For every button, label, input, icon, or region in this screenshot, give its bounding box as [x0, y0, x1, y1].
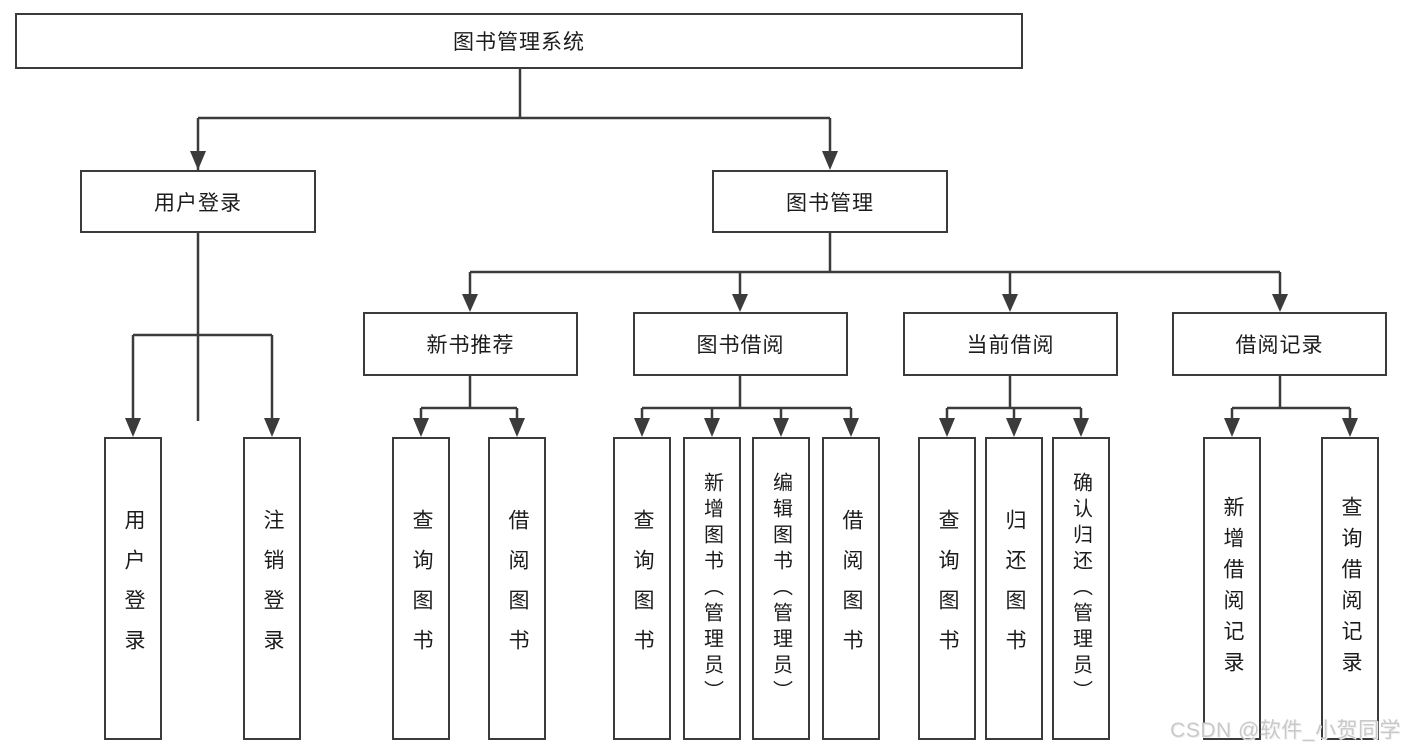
leaf-borrow-edit-book-admin: 编辑图书（管理员）: [752, 437, 810, 740]
leaf-borrow-borrow-book-label: 借阅图书: [840, 508, 863, 669]
connector-book-borrow-children: [640, 376, 853, 420]
node-new-book-recommend-label: 新书推荐: [426, 334, 515, 357]
connector-new-rec-children: [419, 376, 519, 420]
node-book-management-label: 图书管理: [786, 191, 874, 215]
connector-cur-borrow-children: [945, 376, 1083, 420]
arrowheads-user-login-children: [125, 418, 280, 437]
node-current-borrow-label: 当前借阅: [966, 334, 1055, 357]
leaf-logout-login: 注销登录: [243, 437, 301, 740]
node-current-borrow: 当前借阅: [903, 312, 1118, 376]
node-borrow-records-label: 借阅记录: [1235, 334, 1324, 357]
leaf-current-return-book: 归还图书: [985, 437, 1043, 740]
leaf-borrow-query-book: 查询图书: [613, 437, 671, 740]
leaf-records-query-record-label: 查询借阅记录: [1339, 495, 1362, 682]
leaf-recommend-query-book-label: 查询图书: [410, 508, 433, 669]
leaf-recommend-borrow-book-label: 借阅图书: [506, 508, 529, 669]
leaf-user-login-label: 用户登录: [122, 508, 145, 669]
arrowheads-cur-borrow-children: [939, 418, 1089, 437]
leaf-current-query-book: 查询图书: [918, 437, 976, 740]
node-book-borrow: 图书借阅: [633, 312, 848, 376]
node-root-system: 图书管理系统: [15, 13, 1023, 69]
leaf-user-login: 用户登录: [104, 437, 162, 740]
node-root-label: 图书管理系统: [453, 31, 585, 54]
connector-borrow-rec-children: [1230, 376, 1352, 420]
leaf-recommend-query-book: 查询图书: [392, 437, 450, 740]
leaf-logout-login-label: 注销登录: [261, 508, 284, 669]
leaf-borrow-edit-book-admin-label: 编辑图书（管理员）: [769, 471, 792, 706]
leaf-borrow-add-book-admin: 新增图书（管理员）: [683, 437, 741, 740]
leaf-borrow-add-book-admin-label: 新增图书（管理员）: [700, 471, 723, 706]
leaf-borrow-query-book-label: 查询图书: [631, 508, 654, 669]
node-book-borrow-label: 图书借阅: [696, 334, 785, 357]
leaf-current-confirm-return-admin: 确认归还（管理员）: [1052, 437, 1110, 740]
arrowheads-book-borrow-children: [634, 418, 859, 437]
node-user-login-label: 用户登录: [154, 191, 242, 215]
node-book-management: 图书管理: [712, 170, 948, 233]
leaf-current-return-book-label: 归还图书: [1003, 508, 1026, 669]
arrowheads-borrow-rec-children: [1224, 418, 1358, 437]
leaf-current-query-book-label: 查询图书: [936, 508, 959, 669]
arrowheads-level3: [462, 294, 1288, 312]
leaf-records-add-record: 新增借阅记录: [1203, 437, 1261, 740]
leaf-records-query-record: 查询借阅记录: [1321, 437, 1379, 740]
watermark: CSDN @软件_小贺同学: [1170, 719, 1401, 742]
connector-book-mgmt-children: [468, 233, 1282, 296]
arrowheads-level2: [190, 151, 838, 170]
leaf-current-confirm-return-admin-label: 确认归还（管理员）: [1069, 471, 1092, 706]
leaf-recommend-borrow-book: 借阅图书: [488, 437, 546, 740]
connector-user-login-children: [131, 335, 274, 420]
leaf-borrow-borrow-book: 借阅图书: [822, 437, 880, 740]
node-new-book-recommend: 新书推荐: [363, 312, 578, 376]
leaf-records-add-record-label: 新增借阅记录: [1221, 495, 1244, 682]
node-user-login: 用户登录: [80, 170, 316, 233]
node-borrow-records: 借阅记录: [1172, 312, 1387, 376]
arrowheads-new-rec-children: [413, 418, 525, 437]
